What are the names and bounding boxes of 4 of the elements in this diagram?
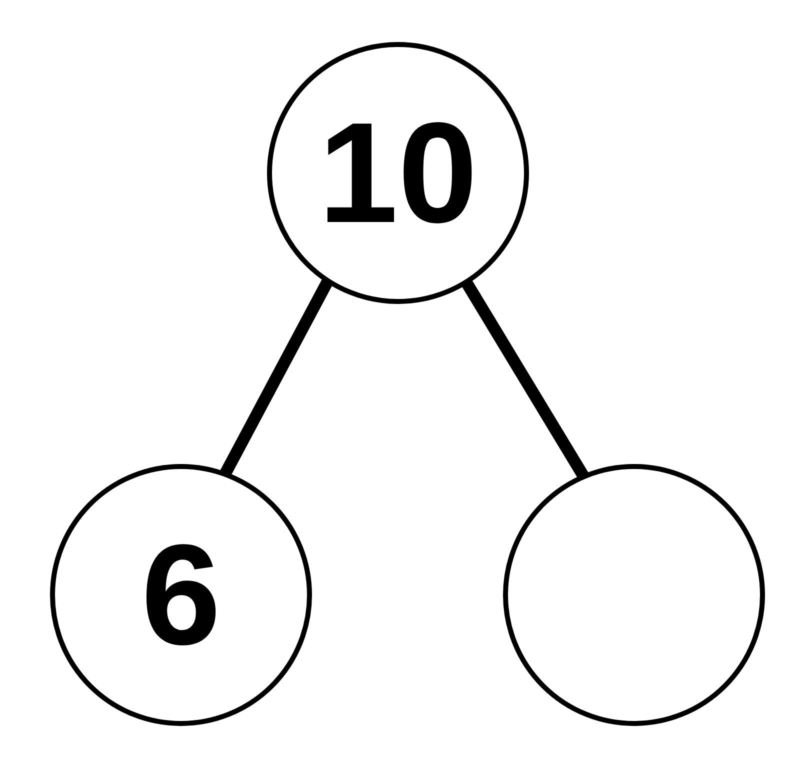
connector-line [220, 278, 334, 477]
connector-line [461, 279, 589, 480]
number-label: 6 [141, 524, 221, 666]
number-label: 10 [318, 102, 478, 244]
